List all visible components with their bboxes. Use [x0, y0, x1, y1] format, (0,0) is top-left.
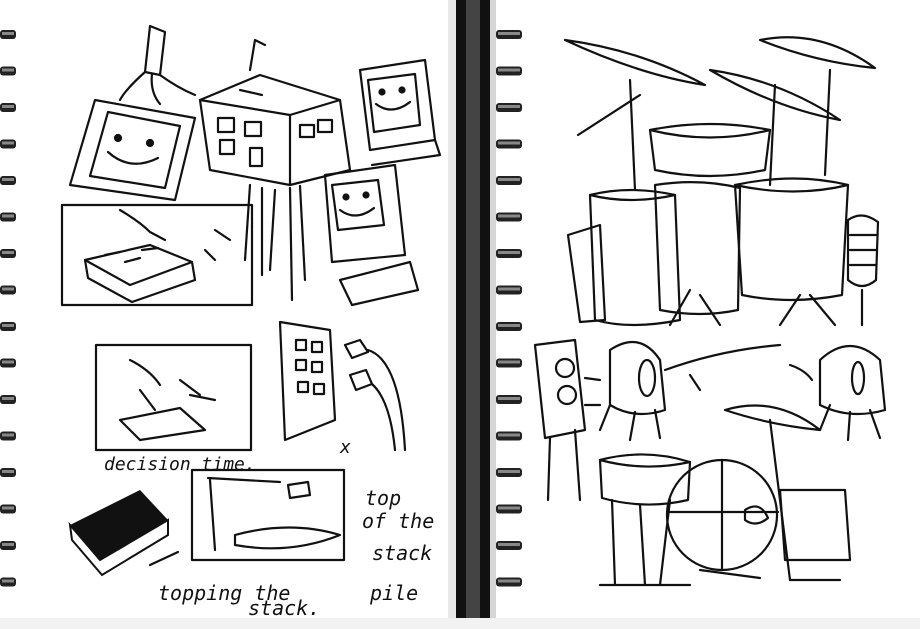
spiral-ring-highlight [498, 32, 520, 35]
small-computer-sketch [323, 163, 420, 307]
right-spiral-binding [496, 30, 522, 587]
caption-topping-line-1: topping the [158, 581, 290, 605]
page-bottom-edge [0, 618, 920, 629]
spiral-ring-highlight [2, 470, 14, 473]
spiral-ring-highlight [498, 105, 520, 108]
spiral-ring-highlight [2, 543, 14, 546]
decision-time-panel-sketch [94, 343, 253, 452]
caption-top-line-3: stack [372, 541, 432, 565]
spiral-ring-highlight [498, 141, 520, 145]
spiral-ring-highlight [498, 579, 520, 583]
spiral-ring-highlight [498, 287, 520, 291]
spiral-ring-highlight [2, 105, 14, 108]
creature-right-sketch [788, 345, 887, 442]
spiral-ring-highlight [2, 433, 14, 437]
spiral-ring-highlight [2, 214, 14, 218]
left-spiral-binding [0, 30, 16, 587]
spiral-ring-highlight [2, 287, 14, 291]
spiral-ring-highlight [2, 324, 14, 327]
spiral-ring-highlight [2, 579, 14, 583]
spine [448, 0, 496, 629]
spiral-ring-highlight [2, 178, 14, 181]
spiral-ring-highlight [2, 251, 14, 254]
spiral-ring-highlight [498, 397, 520, 400]
drum-kit-sketch [563, 36, 880, 327]
wall-outlet-sketch [278, 320, 407, 452]
spiral-ring-highlight [498, 506, 520, 510]
smiling-computer-sketch [68, 24, 197, 202]
spiral-ring-highlight [498, 433, 520, 437]
spiral-ring-highlight [498, 543, 520, 546]
caption-top-line-4: pile [369, 581, 418, 605]
spiral-ring-highlight [2, 68, 14, 72]
caption-decision-time: decision time. [104, 454, 256, 475]
spiral-ring-highlight [498, 251, 520, 254]
power-strip-panel-sketch [60, 203, 254, 307]
caption-topping-line-2: stack. [248, 596, 320, 620]
bass-drum-kit-sketch [598, 404, 852, 587]
spiral-ring-highlight [2, 397, 14, 400]
spiral-ring-highlight [498, 178, 520, 181]
spiral-ring-highlight [2, 360, 14, 364]
spiral-ring-highlight [498, 470, 520, 473]
spiral-ring-highlight [2, 141, 14, 145]
house-on-stilts-sketch [198, 38, 352, 302]
creature-left-sketch [598, 340, 782, 442]
spiral-ring-highlight [2, 32, 14, 35]
spiral-ring-highlight [498, 214, 520, 218]
spiral-ring-highlight [498, 360, 520, 364]
speaker-cabinet-sketch [533, 338, 602, 502]
black-book-sketch [68, 490, 169, 577]
spiral-ring-highlight [498, 324, 520, 327]
caption-top-line-1: top [365, 486, 401, 510]
caption-top-line-2: of the [362, 509, 434, 533]
spiral-ring-highlight [498, 68, 520, 72]
retro-mac-sketch [358, 58, 442, 167]
topping-the-stack-panel-sketch [148, 468, 346, 567]
spiral-ring-highlight [2, 506, 14, 510]
mark-x: x [339, 437, 351, 458]
